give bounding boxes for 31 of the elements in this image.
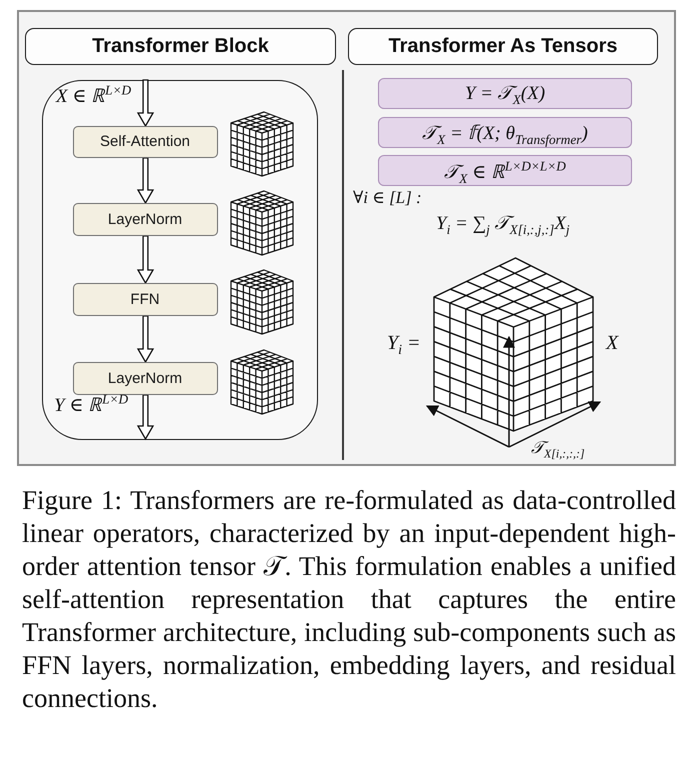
header-title: Transformer As Tensors xyxy=(388,35,618,58)
math-label: Y$_{i}$ = xyxy=(387,331,421,355)
arrow xyxy=(136,79,154,128)
section-header xyxy=(25,28,336,65)
math-label: X ∈ ℝ$^{L×D}$ xyxy=(56,86,132,109)
math-label: ∀i ∈ [L] : xyxy=(353,188,422,208)
layer-box xyxy=(72,362,218,394)
formula-box xyxy=(378,155,632,186)
arrow xyxy=(136,394,154,440)
arrow xyxy=(136,315,154,364)
layer-label: LayerNorm xyxy=(108,370,182,386)
math-label: Y$_{i}$ = ∑$_{j}$ 𝒯$_{X[i,:,j,:]}$X$_{j}$ xyxy=(436,213,570,236)
formula-text: 𝒯$_{X}$ = 𝕗(X; θ$_{Transformer}$) xyxy=(422,122,588,144)
arrow xyxy=(136,157,154,204)
layer-label: FFN xyxy=(130,290,160,308)
figure-caption: Figure 1: Transformers are re-formulated as data-controlled linear operators, characterized by an input-dependent high-order attention tensor 𝒯. This formulation enables a unified self-attention representation that captures the entire Transformer architecture, including sub-components such as FFN layers, normalization, embedding layers, and residual connections. xyxy=(22,484,676,715)
arrow xyxy=(136,235,154,284)
layer-box xyxy=(72,126,218,158)
section-header xyxy=(348,28,658,65)
formula-box xyxy=(378,78,632,109)
math-label: Y ∈ ℝ$^{L×D}$ xyxy=(54,395,128,418)
layer-label: LayerNorm xyxy=(108,210,182,228)
math-label: 𝒯$_{X[i,:,:,:]}$ xyxy=(531,438,585,458)
layer-box xyxy=(72,282,218,316)
math-label: X xyxy=(606,331,618,355)
layer-label: Self-Attention xyxy=(100,133,190,150)
header-title: Transformer Block xyxy=(92,35,269,58)
formula-text: Y = 𝒯$_{X}$(X) xyxy=(464,82,546,104)
layer-box xyxy=(72,202,218,236)
formula-box xyxy=(378,117,632,148)
formula-text: 𝒯$_{X}$ ∈ ℝ$^{L×D×L×D}$ xyxy=(444,158,566,184)
